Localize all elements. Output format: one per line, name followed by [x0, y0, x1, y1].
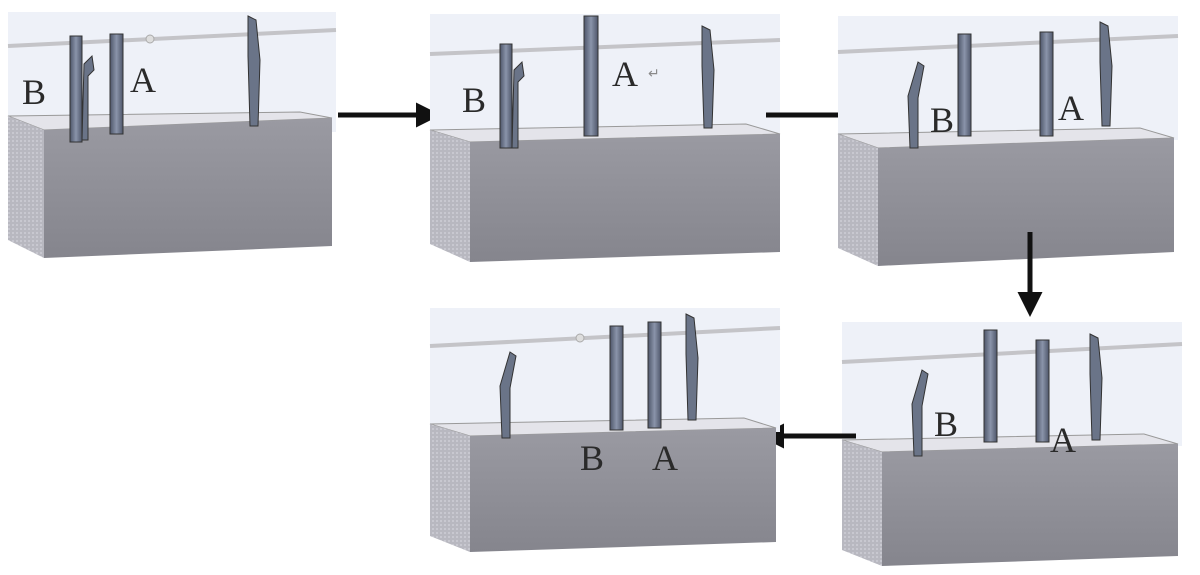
tool-a [1035, 339, 1050, 443]
tool-b [957, 33, 972, 137]
box-front [44, 118, 332, 258]
return-mark-icon: ↵ [648, 66, 660, 82]
label-a: A [612, 54, 638, 94]
guide-rod [7, 28, 337, 48]
guide-rod [841, 342, 1183, 364]
background-panel [838, 16, 1178, 140]
guide-rod [429, 38, 781, 56]
label-b: B [22, 72, 46, 112]
guide-rod [837, 34, 1179, 54]
background-panel [430, 14, 780, 136]
box-front [882, 444, 1178, 566]
tool-c [247, 15, 261, 127]
box-side [8, 116, 44, 258]
rod-collar [575, 333, 585, 343]
label-a: A [1050, 420, 1076, 460]
step-5-panel: B A [429, 308, 781, 552]
box-side [430, 424, 470, 552]
step-1-panel: B A [7, 12, 337, 258]
box-side [838, 134, 878, 266]
label-a: A [130, 60, 156, 100]
box-front [470, 134, 780, 262]
tool-c [685, 313, 699, 421]
step-3-panel: B A [837, 16, 1179, 266]
label-b: B [580, 438, 604, 478]
step-4-panel: B A [841, 322, 1183, 566]
tool-c [1099, 21, 1113, 127]
label-a: A [652, 438, 678, 478]
tool-c [1089, 333, 1103, 441]
tool-b [983, 329, 998, 443]
tool-b [69, 35, 83, 143]
tool-b [499, 43, 513, 149]
rod-collar [145, 34, 155, 44]
guide-rod [429, 326, 781, 348]
tool-a [1039, 31, 1054, 137]
tool-b-angled [81, 54, 95, 141]
tool-angled [499, 351, 517, 439]
background-panel [842, 322, 1182, 446]
label-b: B [934, 404, 958, 444]
box-side [842, 440, 882, 566]
tool-angled [907, 61, 925, 149]
tool-b [609, 325, 624, 431]
tool-angled [911, 369, 929, 457]
tool-a [583, 15, 599, 137]
box-side [430, 130, 470, 262]
background-panel [430, 308, 780, 432]
tool-c [701, 25, 715, 129]
box-front [470, 428, 776, 552]
tool-a [647, 321, 662, 429]
tool-b-angled [511, 60, 525, 149]
label-b: B [462, 80, 486, 120]
label-b: B [930, 100, 954, 140]
step-2-panel: B A ↵ [429, 14, 781, 262]
tool-a [109, 33, 124, 135]
label-a: A [1058, 88, 1084, 128]
box-front [878, 138, 1174, 266]
